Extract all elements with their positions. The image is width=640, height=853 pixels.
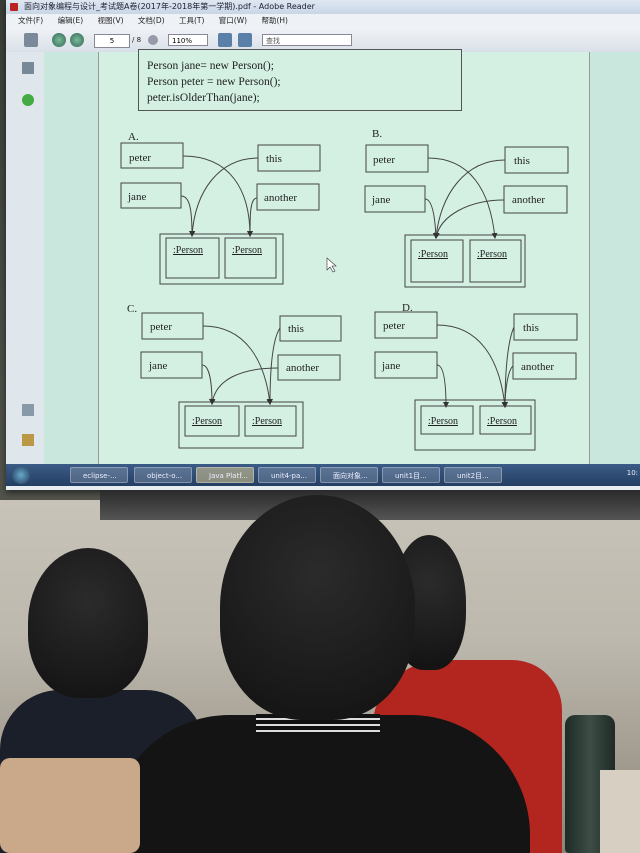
diagram-c-this: this — [288, 323, 304, 335]
diagram-a-heap — [159, 233, 284, 285]
diagram-c-obj1-label: :Person — [192, 416, 222, 427]
diagram-b-label: B. — [372, 128, 382, 140]
diagram-a-obj1 — [165, 237, 220, 279]
student-left-head — [28, 548, 148, 698]
code-line-3: peter.isOlderThan(jane); — [147, 92, 260, 104]
chair-back-right — [600, 770, 640, 853]
pdf-page — [98, 52, 590, 464]
diagram-a-another-box — [256, 183, 320, 211]
diagram-c-another: another — [286, 362, 319, 374]
page-number-input[interactable]: 5 — [94, 34, 130, 48]
diagram-a-jane: jane — [127, 191, 146, 203]
code-snippet-box: Person jane= new Person(); Person peter … — [138, 49, 462, 111]
print-icon[interactable] — [24, 33, 38, 47]
diagram-b-obj1 — [410, 239, 464, 283]
diagram-d-this: this — [523, 322, 539, 334]
task-java-platform[interactable]: Java Platf... — [196, 467, 254, 483]
diagram-a-obj1-label: :Person — [173, 245, 203, 256]
menu-view[interactable]: 视图(V) — [97, 16, 124, 25]
task-unit4[interactable]: unit4-pa... — [258, 467, 316, 483]
prev-page-icon[interactable] — [52, 33, 66, 47]
window-titlebar: 面向对象编程与设计_考试题A卷(2017年-2018年第一学期).pdf - A… — [6, 0, 640, 14]
diagram-a-obj2-label: :Person — [232, 245, 262, 256]
task-eclipse[interactable]: eclipse-... — [70, 467, 128, 483]
diagram-c-jane: jane — [148, 360, 167, 372]
student-center-head — [220, 495, 415, 720]
diagram-c-obj2-label: :Person — [252, 416, 282, 427]
projected-screen: 面向对象编程与设计_考试题A卷(2017年-2018年第一学期).pdf - A… — [6, 0, 640, 490]
code-line-2: Person peter = new Person(); — [147, 76, 281, 88]
help-icon[interactable] — [22, 94, 34, 106]
comment-icon[interactable] — [22, 434, 34, 446]
task-unit1[interactable]: unit1目... — [382, 467, 440, 483]
diagram-a-obj2 — [224, 237, 277, 279]
menu-document[interactable]: 文档(D) — [137, 16, 165, 25]
diagram-b-this: this — [514, 155, 530, 167]
diagram-a-label: A. — [128, 131, 139, 143]
diagram-c-heap — [178, 401, 304, 449]
menu-window[interactable]: 窗口(W) — [218, 16, 248, 25]
menu-file[interactable]: 文件(F) — [18, 16, 44, 25]
jacket-collar — [256, 714, 380, 734]
windows-taskbar: eclipse-... object-o... Java Platf... un… — [6, 464, 640, 486]
diagram-a-another: another — [264, 192, 297, 204]
menubar: 文件(F) 编辑(E) 视图(V) 文档(D) 工具(T) 窗口(W) 帮助(H… — [6, 14, 640, 28]
zoom-select[interactable]: 110% — [168, 34, 208, 46]
diagram-d-another: another — [521, 361, 554, 373]
diagram-d-obj2-label: :Person — [487, 416, 517, 427]
menu-edit[interactable]: 编辑(E) — [57, 16, 84, 25]
diagram-d-heap — [414, 399, 536, 451]
search-input[interactable]: 查找 — [262, 34, 352, 46]
diagram-c-obj1 — [184, 405, 240, 437]
zoom-out-icon[interactable] — [148, 35, 158, 45]
diagram-c-label: C. — [127, 303, 137, 315]
tray-clock: 10: — [626, 469, 638, 477]
attachment-icon[interactable] — [22, 404, 34, 416]
fit-page-icon[interactable] — [218, 33, 232, 47]
diagram-c-peter: peter — [150, 321, 172, 333]
diagram-b-peter: peter — [373, 154, 395, 166]
menu-tools[interactable]: 工具(T) — [178, 16, 205, 25]
diagram-d-peter: peter — [383, 320, 405, 332]
code-line-1: Person jane= new Person(); — [147, 60, 274, 72]
diagram-c-obj2 — [244, 405, 297, 437]
diagram-d-obj1-label: :Person — [428, 416, 458, 427]
diagram-a-peter: peter — [129, 152, 151, 164]
task-object[interactable]: object-o... — [134, 467, 192, 483]
pages-icon[interactable] — [22, 62, 34, 74]
diagram-b-obj1-label: :Person — [418, 249, 448, 260]
page-total: / 8 — [132, 36, 142, 44]
diagram-a-this: this — [266, 153, 282, 165]
adobe-reader-icon — [10, 3, 18, 11]
start-button[interactable] — [12, 466, 30, 484]
next-page-icon[interactable] — [70, 33, 84, 47]
mouse-cursor-icon — [326, 257, 337, 273]
diagram-b-obj2 — [469, 239, 522, 283]
chair-back-left — [0, 758, 140, 853]
reference-diagrams: A. peter jane this another :Person :Pers… — [120, 128, 578, 451]
diagram-b-obj2-label: :Person — [477, 249, 507, 260]
diagram-d-label: D. — [402, 302, 413, 314]
task-oop[interactable]: 面向对象... — [320, 467, 378, 483]
toolbar: 5 / 8 110% 查找 — [6, 28, 640, 53]
diagram-d-jane: jane — [381, 360, 400, 372]
diagram-b-another: another — [512, 194, 545, 206]
window-title: 面向对象编程与设计_考试题A卷(2017年-2018年第一学期).pdf - A… — [24, 2, 315, 11]
task-unit2[interactable]: unit2目... — [444, 467, 502, 483]
menu-help[interactable]: 帮助(H) — [261, 16, 288, 25]
diagram-b-heap — [404, 234, 526, 288]
diagram-b-jane: jane — [371, 194, 390, 206]
fit-width-icon[interactable] — [238, 33, 252, 47]
student-center-body — [110, 715, 530, 853]
